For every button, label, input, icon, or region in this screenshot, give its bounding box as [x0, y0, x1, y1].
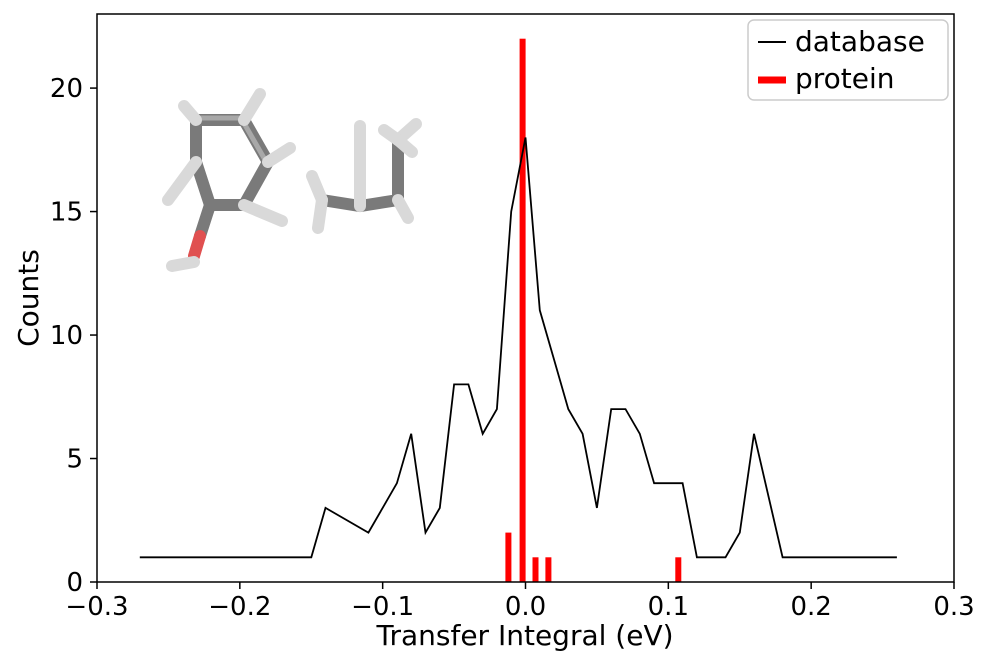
axes-layer: −0.3 −0.2 −0.1 0.0 0.1 0.2 0.3 0 5 10 15 20 [50, 74, 975, 622]
plot-layer [139, 38, 897, 582]
database-line [139, 137, 897, 559]
x-tick-label: −0.2 [208, 592, 271, 622]
x-tick-label: −0.3 [65, 592, 128, 622]
y-tick-label: 5 [66, 445, 83, 475]
x-axis-title: Transfer Integral (eV) [375, 619, 673, 652]
y-tick-label: 10 [50, 321, 83, 351]
legend-database-label: database [795, 25, 925, 58]
legend: database protein [747, 19, 949, 101]
legend-box [747, 19, 949, 101]
protein-bar [532, 557, 539, 582]
x-tick-label: −0.1 [351, 592, 414, 622]
protein-bar [505, 532, 512, 582]
x-tick-label: 0.2 [790, 592, 831, 622]
y-axis-title: Counts [12, 249, 45, 347]
protein-bar [675, 557, 682, 582]
y-tick-label: 20 [50, 74, 83, 104]
y-tick-label: 0 [66, 568, 83, 598]
molecule-inset-image [162, 88, 422, 272]
protein-bar [545, 557, 552, 582]
x-tick-label: 0.3 [933, 592, 974, 622]
x-tick-label: 0.1 [648, 592, 689, 622]
legend-protein-label: protein [795, 62, 895, 95]
protein-bar [519, 38, 526, 582]
y-tick-label: 15 [50, 198, 83, 228]
x-tick-label: 0.0 [505, 592, 546, 622]
